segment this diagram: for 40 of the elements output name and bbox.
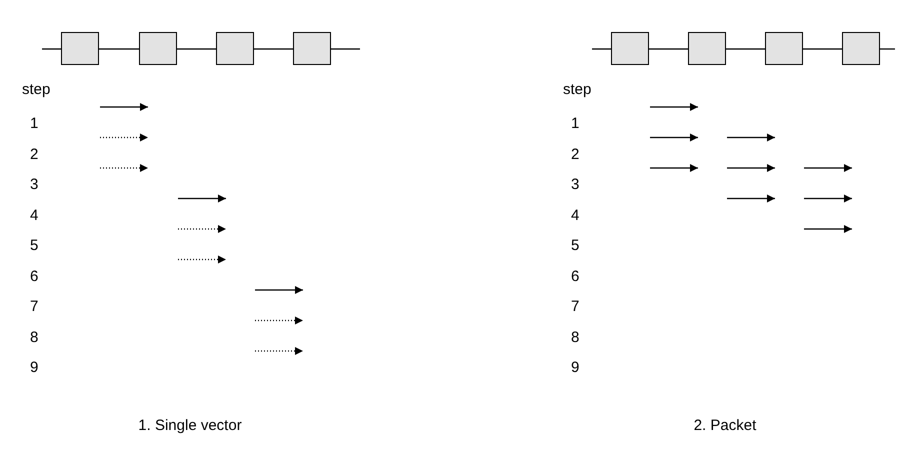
process-box: [611, 32, 649, 65]
connector-line: [880, 48, 895, 50]
process-box: [688, 32, 726, 65]
step-number: 6: [571, 268, 580, 284]
connector-line: [592, 48, 611, 50]
connector-line: [254, 48, 293, 50]
step-number: 6: [30, 268, 38, 284]
process-box: [293, 32, 331, 65]
connector-line: [803, 48, 842, 50]
connector-line: [42, 48, 61, 50]
step-number: 4: [571, 208, 580, 222]
connector-line: [649, 48, 688, 50]
process-box: [139, 32, 177, 65]
connector-line: [177, 48, 216, 50]
step-number: 9: [30, 360, 38, 375]
step-number: 1: [30, 116, 38, 131]
caption: 1. Single vector: [137, 418, 243, 433]
caption: 2. Packet: [692, 418, 758, 433]
process-box: [842, 32, 880, 65]
step-number: 5: [571, 238, 580, 253]
step-number: 7: [571, 299, 580, 314]
step-number: 9: [571, 360, 580, 375]
step-number: 7: [30, 299, 38, 314]
step-number: 2: [30, 146, 38, 162]
step-number: 8: [30, 330, 38, 344]
connector-line: [331, 48, 360, 50]
step-heading: step: [563, 82, 592, 97]
step-number: 3: [30, 177, 38, 192]
process-box: [216, 32, 254, 65]
process-box: [765, 32, 803, 65]
step-number: 2: [571, 146, 580, 162]
step-heading: step: [22, 82, 50, 97]
process-box: [61, 32, 99, 65]
step-number: 8: [571, 330, 580, 344]
step-number: 1: [571, 116, 580, 131]
connector-line: [99, 48, 139, 50]
step-number: 5: [30, 238, 38, 253]
step-number: 4: [30, 208, 38, 222]
step-number: 3: [571, 177, 580, 192]
connector-line: [726, 48, 765, 50]
